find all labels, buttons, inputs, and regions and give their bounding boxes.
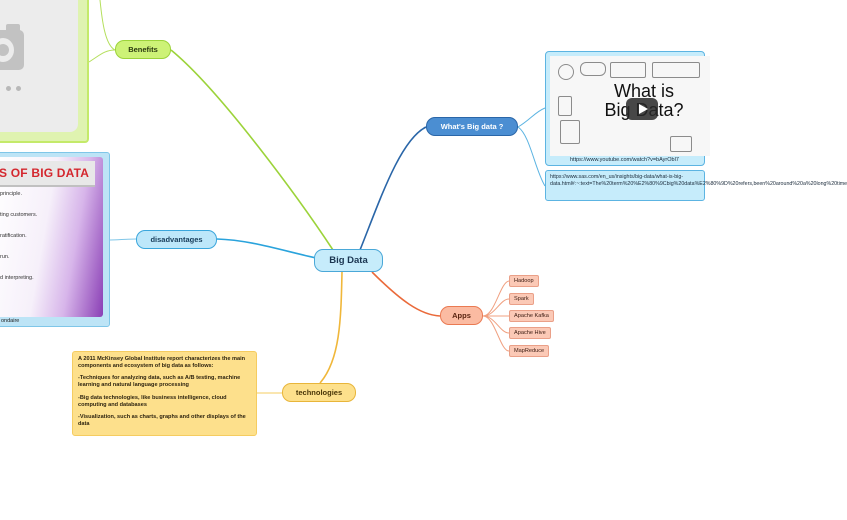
sketch-figure-icon	[558, 64, 574, 80]
sketch-chart-icon	[610, 62, 646, 78]
carousel-dot	[6, 86, 11, 91]
image-placeholder	[0, 0, 78, 132]
slide-title-bar: S OF BIG DATA	[0, 161, 95, 187]
note-paragraph: A 2011 McKinsey Global Institute report …	[78, 356, 246, 369]
sketch-cloud-icon	[580, 62, 606, 76]
note-paragraph: -Techniques for analyzing data, such as …	[78, 375, 241, 389]
camera-icon-top	[6, 24, 20, 32]
sketch-box-icon	[652, 62, 700, 78]
technologies-note[interactable]: A 2011 McKinsey Global Institute report …	[72, 351, 257, 436]
slide-line: run.	[0, 254, 10, 260]
subtopic-spark[interactable]: Spark	[509, 293, 534, 305]
topic-disadvantages[interactable]: disadvantages	[136, 230, 217, 249]
link-note[interactable]: https://www.sas.com/en_us/insights/big-d…	[545, 170, 847, 201]
carousel-dot	[16, 86, 21, 91]
topic-whats-big-data[interactable]: What's Big data ?	[426, 117, 518, 136]
slide-line: principle.	[0, 191, 23, 197]
disadvantages-image-caption: ondaire	[1, 318, 20, 324]
play-icon[interactable]	[626, 98, 658, 120]
video-embed-card[interactable]: What is Big Data? https://www.youtube.co…	[545, 51, 710, 166]
subtopic-hadoop[interactable]: Hadoop	[509, 275, 539, 287]
subtopic-mapreduce[interactable]: MapReduce	[509, 345, 550, 357]
sketch-person-icon	[558, 96, 572, 116]
video-url[interactable]: https://www.youtube.com/watch?v=bAyrObl7	[570, 157, 679, 163]
subtopic-apache-hive[interactable]: Apache Hive	[509, 327, 551, 339]
slide-line: ratification.	[0, 233, 27, 239]
sketch-device-icon	[670, 136, 692, 152]
topic-technologies[interactable]: technologies	[282, 383, 356, 402]
subtopic-apache-kafka[interactable]: Apache Kafka	[509, 310, 554, 322]
benefits-image-card[interactable]	[0, 0, 89, 143]
topic-apps[interactable]: Apps	[440, 306, 483, 325]
disadvantages-image-card[interactable]: S OF BIG DATA principle. ting customers.…	[0, 152, 110, 327]
topic-benefits[interactable]: Benefits	[115, 40, 171, 59]
central-topic[interactable]: Big Data	[314, 249, 383, 272]
note-paragraph: -Big data technologies, like business in…	[78, 394, 227, 408]
camera-lens-inner-icon	[0, 44, 9, 56]
note-paragraph: -Visualization, such as charts, graphs a…	[78, 414, 246, 427]
slide-line: ting customers.	[0, 212, 38, 218]
slide-title: S OF BIG DATA	[0, 166, 90, 180]
slide-line: d interpreting.	[0, 275, 34, 281]
disadvantages-slide-image: S OF BIG DATA principle. ting customers.…	[0, 157, 103, 317]
video-thumbnail: What is Big Data?	[550, 56, 710, 156]
video-title-line1: What is	[613, 81, 674, 101]
connector-lines	[88, 0, 546, 394]
sketch-server-icon	[560, 120, 580, 144]
